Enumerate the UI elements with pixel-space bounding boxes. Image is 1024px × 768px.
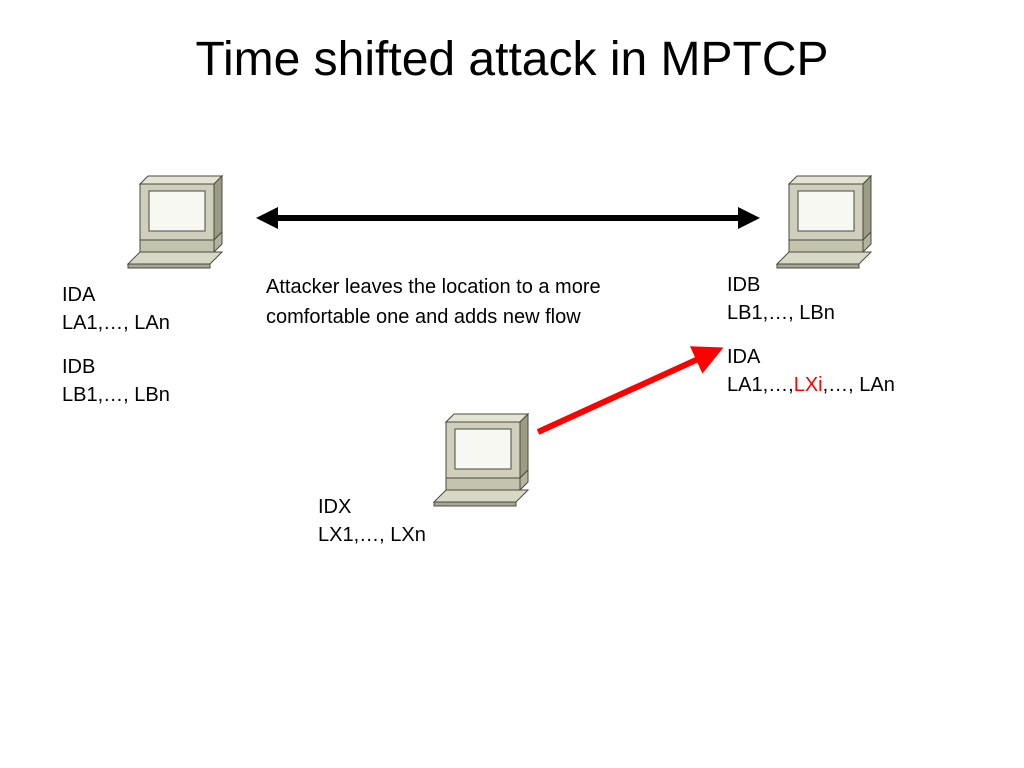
left-ida-list: LA1,…, LAn — [62, 312, 170, 334]
right-ida-list: LA1,…,LXi,…, LAn — [727, 371, 895, 399]
computer-icon-left — [127, 175, 223, 269]
attacker-idx-list: LX1,…, LXn — [318, 524, 426, 546]
attacker-idx-name: IDX — [318, 496, 352, 518]
right-idb-label: IDB LB1,…, LBn — [727, 271, 835, 327]
left-ida-name: IDA — [62, 284, 96, 306]
page-title: Time shifted attack in MPTCP — [195, 33, 829, 86]
attacker-idx-label: IDX LX1,…, LXn — [318, 493, 426, 549]
right-idb-name: IDB — [727, 274, 761, 296]
left-idb-list: LB1,…, LBn — [62, 384, 170, 406]
attack-description: Attacker leaves the location to a more c… — [266, 276, 601, 328]
attack-arrow — [536, 346, 724, 435]
right-ida-label: IDA LA1,…,LXi,…, LAn — [727, 343, 895, 399]
right-ida-list-prefix: LA1,…, — [727, 374, 794, 396]
right-ida-list-suffix: ,…, LAn — [822, 374, 895, 396]
left-idb-label: IDB LB1,…, LBn — [62, 353, 170, 409]
connection-arrow — [256, 207, 760, 229]
right-idb-list: LB1,…, LBn — [727, 302, 835, 324]
left-idb-name: IDB — [62, 356, 96, 378]
right-ida-name: IDA — [727, 346, 761, 368]
left-ida-label: IDA LA1,…, LAn — [62, 281, 170, 337]
computer-icon-right — [776, 175, 872, 269]
computer-icon-attacker — [433, 413, 529, 507]
right-ida-list-highlight: LXi — [793, 374, 823, 396]
